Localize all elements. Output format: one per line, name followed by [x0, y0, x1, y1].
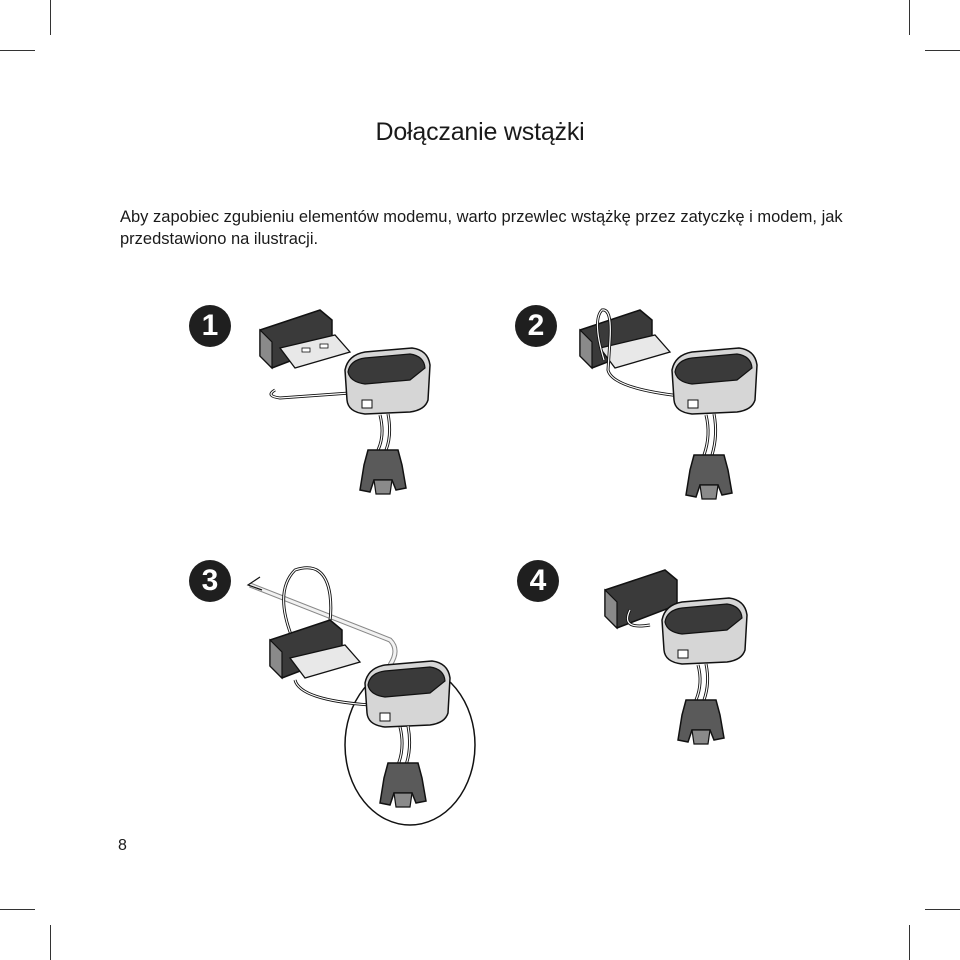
usb-cap-icon	[344, 347, 431, 415]
crop-mark	[909, 0, 910, 35]
crop-mark	[50, 925, 51, 960]
step-3-illustration	[246, 566, 476, 826]
usb-cap-icon	[661, 597, 748, 665]
crop-mark	[925, 50, 960, 51]
lanyard-clip-icon	[379, 762, 427, 808]
lanyard-clip-icon	[677, 699, 725, 745]
page-title: Dołączanie wstążki	[375, 118, 585, 146]
lanyard-clip-icon	[359, 449, 407, 495]
arrow-icon	[246, 576, 263, 591]
step-3-badge: 3	[189, 560, 231, 602]
step-4-illustration	[604, 569, 748, 745]
lanyard-clip-icon	[685, 454, 733, 500]
crop-mark	[50, 0, 51, 35]
intro-paragraph: Aby zapobiec zgubieniu elementów modemu,…	[120, 208, 843, 248]
step-4-badge: 4	[517, 560, 559, 602]
usb-cap-icon	[364, 660, 451, 728]
crop-mark	[0, 50, 35, 51]
usb-cap-icon	[671, 347, 758, 415]
step-1-illustration	[259, 309, 431, 495]
crop-mark	[925, 909, 960, 910]
crop-mark	[0, 909, 35, 910]
usb-modem-body-icon	[579, 309, 672, 370]
page-number: 8	[118, 837, 127, 854]
step-2-illustration	[579, 308, 758, 500]
step-1-badge: 1	[189, 305, 231, 347]
usb-modem-body-icon	[269, 619, 362, 680]
step-2-badge: 2	[515, 305, 557, 347]
usb-modem-body-icon	[259, 309, 352, 370]
crop-mark	[909, 925, 910, 960]
